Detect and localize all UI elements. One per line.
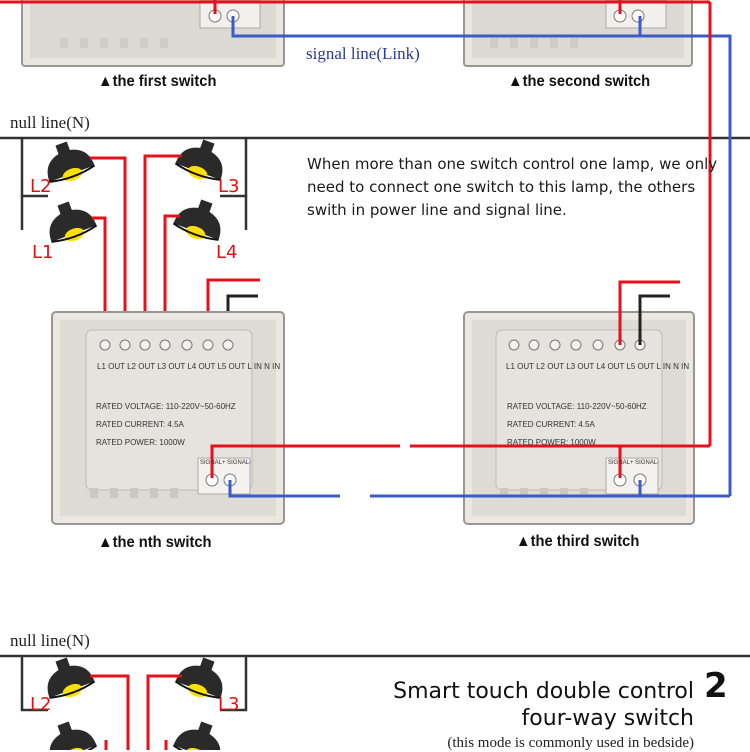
third-rated-current: RATED CURRENT: 4.5A (507, 420, 595, 429)
nth-terminal-labels: L1 OUT L2 OUT L3 OUT L4 OUT L5 OUT L IN … (97, 362, 281, 371)
description-text: When more than one switch control one la… (307, 155, 718, 219)
null-line-label: null line(N) (10, 113, 90, 132)
mode2-title-line1: Smart touch double control (393, 679, 694, 704)
null-line-label-2: null line(N) (10, 631, 90, 650)
lamp-label-l1: L1 (32, 242, 54, 263)
signal-line-label: signal line(Link) (306, 44, 420, 63)
lamp-l4 (170, 192, 231, 248)
nth-rated-power: RATED POWER: 1000W (96, 438, 185, 447)
lamp-label-l3-mode2: L3 (218, 694, 240, 715)
right-riser-wires (708, 2, 732, 496)
second-switch-caption: ▲the second switch (508, 73, 651, 90)
lamp-label-l2: L2 (30, 176, 52, 197)
third-terminal-labels: L1 OUT L2 OUT L3 OUT L4 OUT L5 OUT L IN … (506, 362, 690, 371)
mode2-number: 2 (704, 666, 728, 706)
nth-switch (51, 311, 285, 525)
lamp-label-l4: L4 (216, 242, 238, 263)
first-switch-partial (21, 0, 285, 67)
third-rated-power: RATED POWER: 1000W (507, 438, 596, 447)
mode2-title: Smart touch double control four-way swit… (393, 678, 694, 732)
lamp-neutral-wires (20, 138, 248, 230)
lamp-l1 (39, 194, 100, 250)
lamp-label-l3: L3 (218, 176, 240, 197)
lamp-bottom-left-partial (39, 714, 100, 750)
second-switch-partial (463, 0, 693, 67)
third-switch-caption: ▲the third switch (516, 533, 640, 550)
top-signal-wire (231, 16, 732, 130)
mode2-title-line2: four-way switch (521, 706, 694, 731)
null-line-wire-2 (0, 654, 750, 712)
output-wires (90, 154, 260, 340)
mode2-subtitle: (this mode is commonly used in bedside) (447, 735, 694, 751)
nth-switch-caption: ▲the nth switch (98, 534, 212, 551)
mode2-output-wires (90, 674, 182, 750)
top-live-wire (0, 0, 710, 14)
first-switch-caption: ▲the first switch (98, 73, 217, 90)
lamp-bottom-right-partial (170, 714, 231, 750)
third-switch (463, 311, 695, 525)
third-signal-label: SIGNAL+ SIGNAL- (608, 460, 660, 466)
nth-signal-label: SIGNAL+ SIGNAL- (200, 460, 252, 466)
nth-rated-current: RATED CURRENT: 4.5A (96, 420, 184, 429)
third-switch-wires (370, 280, 730, 498)
third-rated-voltage: RATED VOLTAGE: 110-220V~50-60HZ (507, 402, 647, 411)
nth-switch-terminal-wires (210, 444, 400, 498)
lamp-label-l2-mode2: L2 (30, 694, 52, 715)
nth-rated-voltage: RATED VOLTAGE: 110-220V~50-60HZ (96, 402, 236, 411)
